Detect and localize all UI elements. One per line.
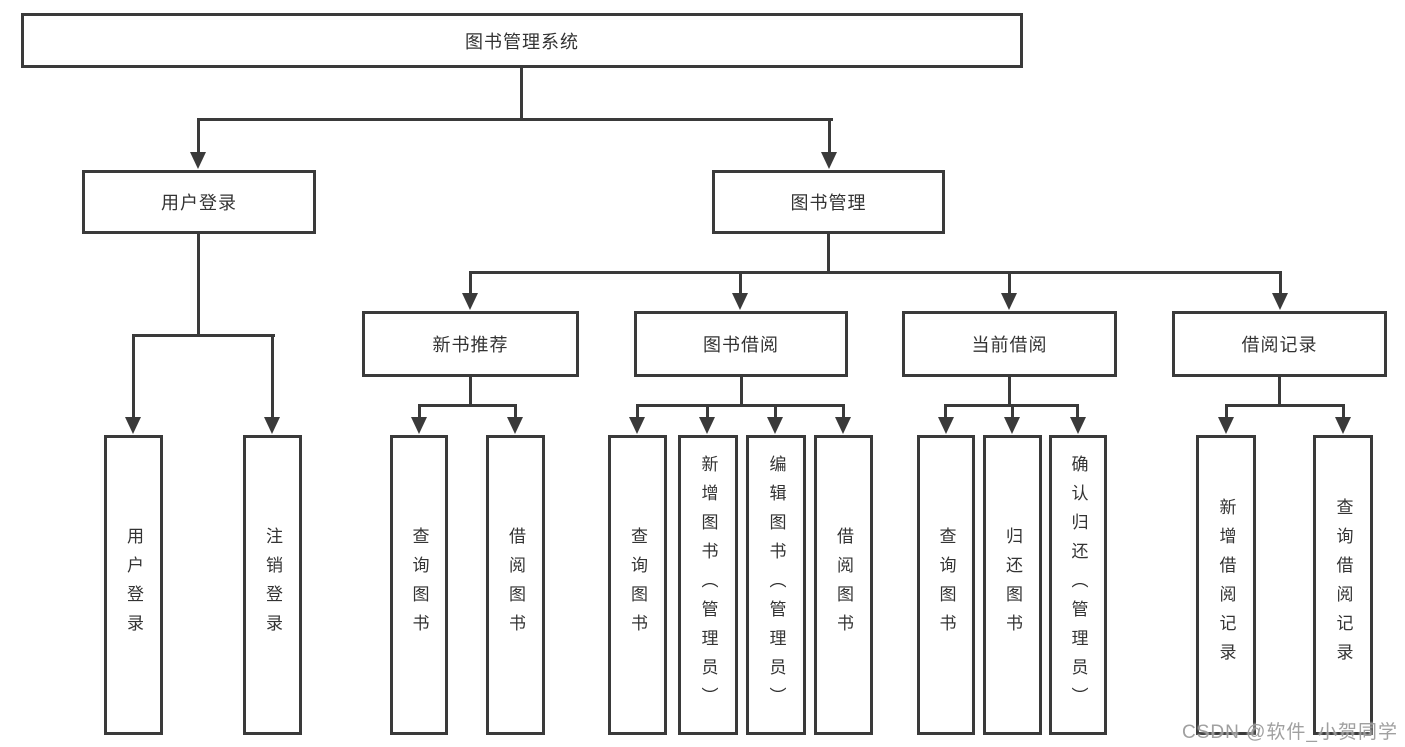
node-book-borrowing: 图书借阅 bbox=[634, 311, 848, 377]
leaf-borrow-borrow-books: 借阅图书 bbox=[814, 435, 873, 735]
connector-line bbox=[1225, 404, 1228, 419]
leaf-label: 编辑图书（管理员） bbox=[766, 454, 786, 716]
connector-line bbox=[197, 118, 833, 121]
arrow-down-icon bbox=[507, 417, 523, 434]
arrow-down-icon bbox=[264, 417, 280, 434]
connector-line bbox=[271, 334, 274, 419]
connector-line bbox=[418, 404, 517, 407]
arrow-down-icon bbox=[411, 417, 427, 434]
arrow-down-icon bbox=[821, 152, 837, 169]
leaf-label: 新增图书（管理员） bbox=[698, 454, 718, 716]
node-library-management-system: 图书管理系统 bbox=[21, 13, 1023, 68]
leaf-label: 查询借阅记录 bbox=[1333, 498, 1353, 672]
connector-line bbox=[1278, 375, 1281, 407]
node-user-login-branch: 用户登录 bbox=[82, 170, 316, 234]
arrow-down-icon bbox=[835, 417, 851, 434]
leaf-newrec-query-books: 查询图书 bbox=[390, 435, 448, 735]
connector-line bbox=[827, 232, 830, 273]
leaf-newrec-borrow-books: 借阅图书 bbox=[486, 435, 545, 735]
connector-line bbox=[1279, 271, 1282, 295]
connector-line bbox=[514, 404, 517, 419]
node-current-borrowing: 当前借阅 bbox=[902, 311, 1117, 377]
leaf-label: 用户登录 bbox=[124, 527, 143, 643]
connector-line bbox=[739, 271, 742, 295]
leaf-current-confirm-return-admin: 确认归还（管理员） bbox=[1049, 435, 1107, 735]
arrow-down-icon bbox=[1001, 293, 1017, 310]
connector-line bbox=[842, 404, 845, 419]
arrow-down-icon bbox=[629, 417, 645, 434]
connector-line bbox=[469, 271, 472, 295]
leaf-current-return-books: 归还图书 bbox=[983, 435, 1042, 735]
arrow-down-icon bbox=[1272, 293, 1288, 310]
connector-line bbox=[636, 404, 845, 407]
connector-line bbox=[740, 375, 743, 407]
connector-line bbox=[706, 404, 709, 419]
arrow-down-icon bbox=[1004, 417, 1020, 434]
connector-line bbox=[418, 404, 421, 419]
leaf-label: 归还图书 bbox=[1003, 527, 1022, 643]
leaf-label: 查询图书 bbox=[628, 527, 647, 643]
node-label: 图书借阅 bbox=[703, 335, 779, 355]
leaf-logout-login: 注销登录 bbox=[243, 435, 302, 735]
arrow-down-icon bbox=[1218, 417, 1234, 434]
connector-line bbox=[1011, 404, 1014, 419]
leaf-user-login: 用户登录 bbox=[104, 435, 163, 735]
arrow-down-icon bbox=[462, 293, 478, 310]
arrow-down-icon bbox=[125, 417, 141, 434]
connector-line bbox=[828, 118, 831, 154]
leaf-label: 查询图书 bbox=[409, 527, 429, 643]
node-label: 用户登录 bbox=[161, 193, 237, 213]
connector-line bbox=[944, 404, 947, 419]
arrow-down-icon bbox=[1070, 417, 1086, 434]
leaf-label: 借阅图书 bbox=[834, 527, 853, 643]
connector-line bbox=[132, 334, 275, 337]
connector-line bbox=[197, 118, 200, 154]
arrow-down-icon bbox=[190, 152, 206, 169]
leaf-borrow-query-books: 查询图书 bbox=[608, 435, 667, 735]
leaf-current-query-books: 查询图书 bbox=[917, 435, 975, 735]
leaf-records-query-record: 查询借阅记录 bbox=[1313, 435, 1373, 735]
leaf-records-add-record: 新增借阅记录 bbox=[1196, 435, 1256, 735]
leaf-borrow-add-books-admin: 新增图书（管理员） bbox=[678, 435, 738, 735]
connector-line bbox=[1008, 271, 1011, 295]
leaf-label: 新增借阅记录 bbox=[1216, 498, 1236, 672]
connector-line bbox=[1225, 404, 1345, 407]
leaf-borrow-edit-books-admin: 编辑图书（管理员） bbox=[746, 435, 806, 735]
connector-line bbox=[520, 66, 523, 120]
node-new-book-recommend: 新书推荐 bbox=[362, 311, 579, 377]
node-book-management-branch: 图书管理 bbox=[712, 170, 945, 234]
node-borrowing-records: 借阅记录 bbox=[1172, 311, 1387, 377]
arrow-down-icon bbox=[732, 293, 748, 310]
leaf-label: 查询图书 bbox=[936, 527, 956, 643]
connector-line bbox=[132, 334, 135, 419]
arrow-down-icon bbox=[938, 417, 954, 434]
node-label: 当前借阅 bbox=[971, 335, 1048, 355]
connector-line bbox=[197, 232, 200, 337]
arrow-down-icon bbox=[699, 417, 715, 434]
node-label: 图书管理 bbox=[790, 193, 867, 213]
connector-line bbox=[469, 271, 1282, 274]
connector-line bbox=[1008, 375, 1011, 407]
arrow-down-icon bbox=[767, 417, 783, 434]
connector-line bbox=[1342, 404, 1345, 419]
leaf-label: 借阅图书 bbox=[506, 527, 525, 643]
node-label: 图书管理系统 bbox=[465, 31, 579, 52]
leaf-label: 注销登录 bbox=[263, 527, 282, 643]
leaf-label: 确认归还（管理员） bbox=[1068, 454, 1088, 716]
arrow-down-icon bbox=[1335, 417, 1351, 434]
connector-line bbox=[469, 375, 472, 407]
connector-line bbox=[1076, 404, 1079, 419]
node-label: 新书推荐 bbox=[432, 335, 509, 355]
node-label: 借阅记录 bbox=[1241, 335, 1318, 355]
csdn-watermark: CSDN @软件_小贺同学 bbox=[1182, 722, 1398, 743]
connector-line bbox=[774, 404, 777, 419]
connector-line bbox=[636, 404, 639, 419]
